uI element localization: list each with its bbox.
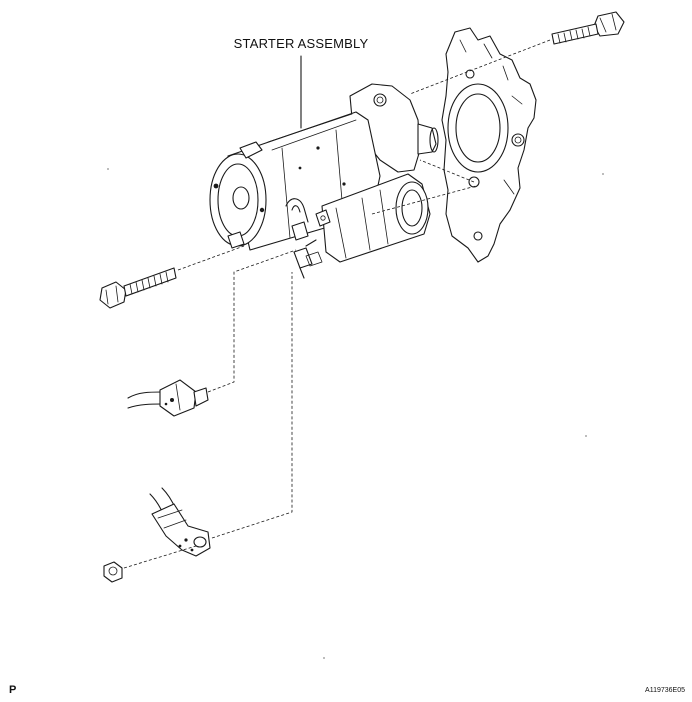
starter-assembly [209,83,439,279]
connector-guide [207,249,297,393]
upper-bolt-guide [409,39,551,95]
page-letter: P [9,684,17,696]
terminal-nut [103,561,123,583]
figure-code: A119736E05 [645,687,685,694]
lower-bolt-guide [177,245,245,271]
lower-bolt [99,267,177,309]
nut-guide [123,545,197,569]
upper-bolt [551,11,625,45]
starter-assembly-label: STARTER ASSEMBLY [233,36,369,51]
battery-cable-terminal [149,487,211,557]
cable-guide [211,272,293,539]
engine-housing [441,27,537,263]
scan-specks [107,168,604,659]
terminal-50-connector [127,379,209,417]
